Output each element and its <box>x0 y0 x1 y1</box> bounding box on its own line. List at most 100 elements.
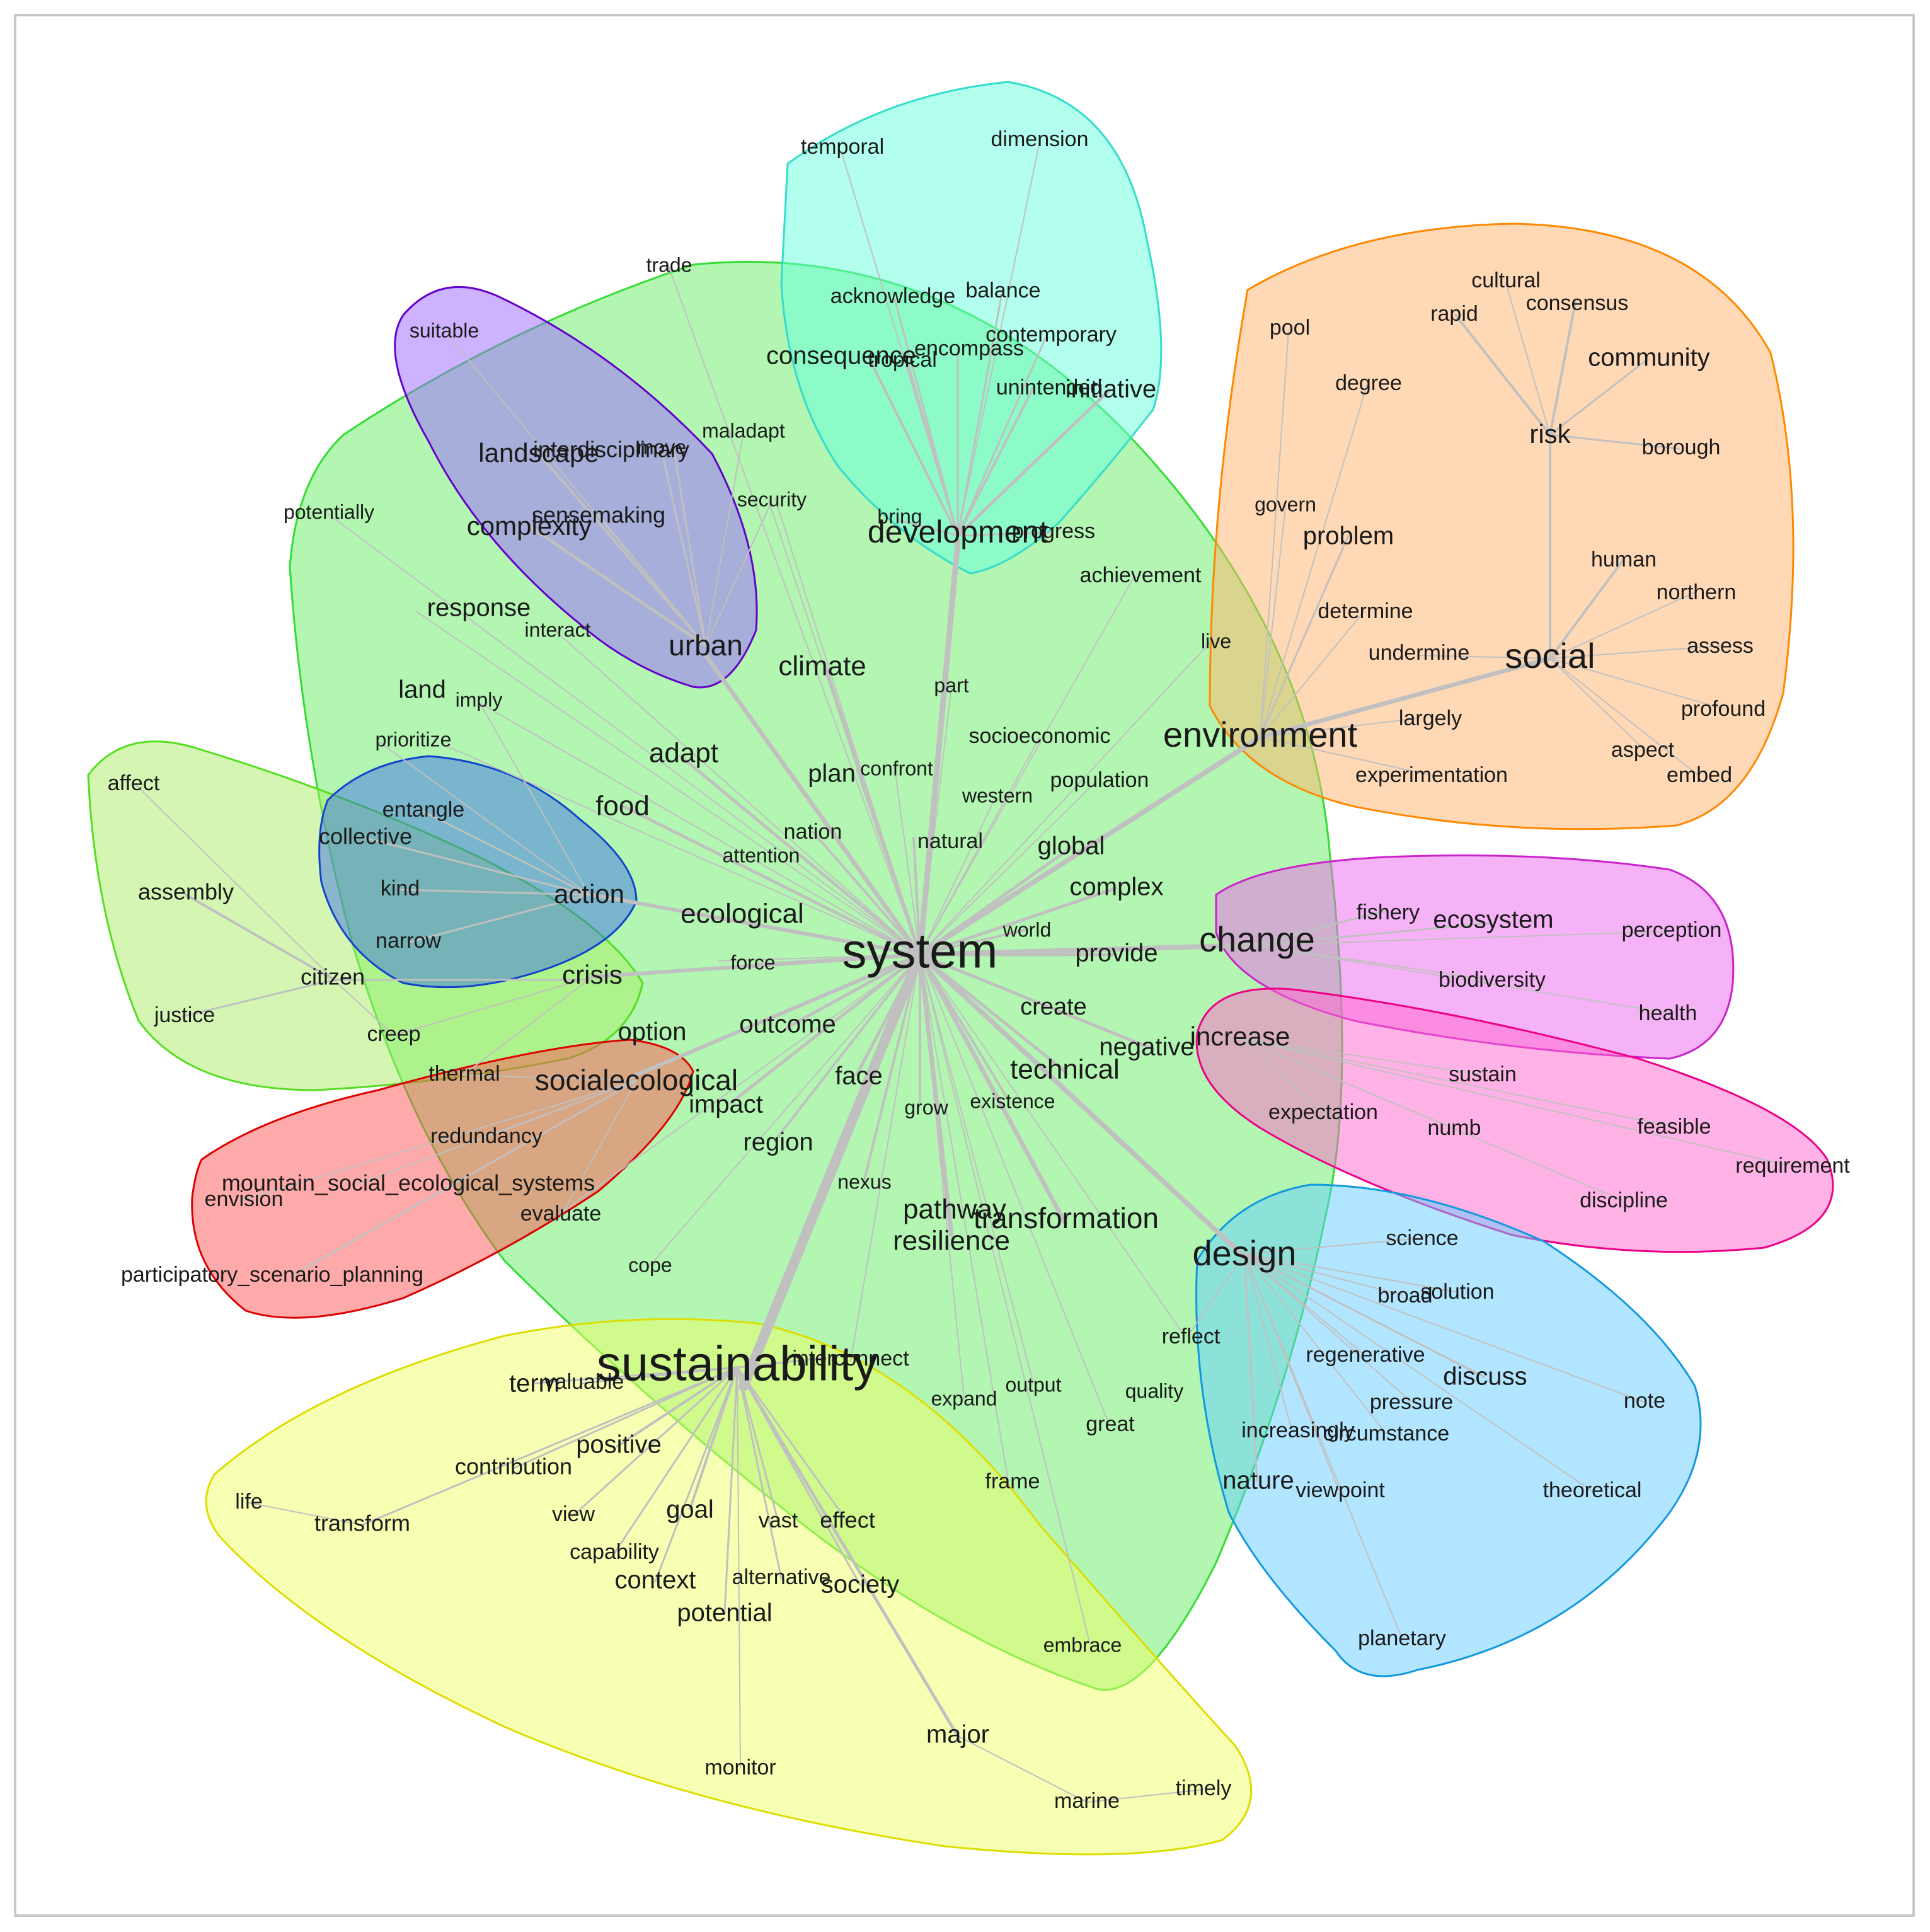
edge <box>613 1366 738 1555</box>
word-aspect: aspect <box>1611 738 1675 762</box>
word-perception: perception <box>1622 918 1722 942</box>
edge <box>1549 560 1624 660</box>
edge <box>1253 945 1667 1013</box>
word-unintended: unintended <box>996 376 1102 400</box>
edge <box>361 1366 738 1526</box>
node-system: system <box>842 923 997 979</box>
word-force: force <box>730 951 775 974</box>
edge <box>421 810 590 896</box>
word-health: health <box>1639 1001 1697 1025</box>
edge <box>1505 283 1551 435</box>
word-impact: impact <box>689 1091 763 1118</box>
word-reflect: reflect <box>1162 1325 1221 1348</box>
cluster-yellow-hull <box>205 1318 1253 1856</box>
edge <box>919 781 1097 955</box>
word-balance: balance <box>965 279 1040 302</box>
edge <box>462 1074 637 1081</box>
word-attention: attention <box>723 844 800 866</box>
edge <box>1549 434 1680 450</box>
word-food: food <box>595 791 650 822</box>
word-cope: cope <box>628 1253 672 1276</box>
word-feasible: feasible <box>1637 1115 1711 1139</box>
edge <box>355 1080 637 1185</box>
word-community: community <box>1588 344 1709 372</box>
node-mountain: mountain_social_ecological_systems <box>222 1170 595 1196</box>
word-participatory: participatory_scenario_planning <box>121 1263 423 1287</box>
word-ecosystem: ecosystem <box>1433 906 1553 934</box>
cluster-purple-hull <box>394 285 758 689</box>
word-solution: solution <box>1420 1280 1494 1304</box>
word-complex: complex <box>1070 873 1164 901</box>
edge <box>1260 330 1289 738</box>
edge <box>1253 922 1491 946</box>
edge <box>1549 658 1724 710</box>
word-create: create <box>1020 994 1087 1020</box>
edge <box>1243 1253 1485 1378</box>
edges <box>135 141 1790 1803</box>
edge <box>399 888 590 896</box>
word-negative: negative <box>1099 1033 1194 1061</box>
edge <box>919 954 1034 1384</box>
node-socialecological: socialecological <box>535 1064 738 1096</box>
node-change: change <box>1199 919 1315 959</box>
word-interdisciplinary: interdisciplinary <box>533 437 689 463</box>
word-face: face <box>835 1062 883 1090</box>
edge <box>572 1366 738 1517</box>
word-move: move <box>637 435 686 458</box>
edge <box>917 952 1244 1256</box>
edge <box>660 449 707 647</box>
edge <box>590 893 922 957</box>
word-kind: kind <box>381 877 420 900</box>
edge <box>919 954 965 1400</box>
edge <box>1259 534 1350 739</box>
word-contribution: contribution <box>455 1454 572 1480</box>
word-numb: numb <box>1427 1116 1481 1140</box>
edge <box>774 497 921 955</box>
word-view: view <box>552 1502 595 1526</box>
word-goal: goal <box>666 1496 714 1524</box>
node-crisis: crisis <box>562 960 623 989</box>
cluster-orange-hull <box>1209 222 1795 831</box>
word-positive: positive <box>576 1431 662 1459</box>
word-major: major <box>926 1721 989 1749</box>
edge <box>478 702 921 955</box>
word-capability: capability <box>570 1540 659 1564</box>
edge <box>679 754 922 957</box>
word-pathway: pathway <box>903 1194 1006 1225</box>
word-monitor: monitor <box>704 1756 776 1780</box>
edge <box>1241 1038 1674 1127</box>
edge <box>919 576 1135 955</box>
edge <box>1260 737 1431 776</box>
word-natural: natural <box>917 829 983 853</box>
edge <box>956 386 1035 537</box>
word-ecological: ecological <box>681 899 804 929</box>
word-output: output <box>1006 1373 1062 1396</box>
edge <box>377 740 590 895</box>
edge <box>919 954 1091 1645</box>
word-circumstance: circumstance <box>1323 1422 1449 1446</box>
word-response: response <box>427 594 531 622</box>
word-western: western <box>962 784 1033 807</box>
edge <box>705 500 773 647</box>
cluster-blue-hull <box>318 755 638 989</box>
edge <box>327 513 921 955</box>
word-maladapt: maladapt <box>702 419 785 442</box>
word-expand: expand <box>931 1387 997 1410</box>
word-nature: nature <box>1222 1467 1294 1495</box>
word-determine: determine <box>1318 599 1413 623</box>
word-nation: nation <box>784 820 842 844</box>
edge <box>1243 1253 1258 1482</box>
edge <box>1241 1038 1790 1166</box>
word-trade: trade <box>646 253 692 276</box>
edge <box>648 954 921 1267</box>
edge <box>1253 931 1670 946</box>
word-planetary: planetary <box>1358 1626 1446 1650</box>
word-labels: system sustainability development enviro… <box>108 127 1851 1813</box>
edge <box>1417 655 1551 659</box>
word-provide: provide <box>1075 940 1157 967</box>
edge <box>897 519 959 537</box>
edge <box>957 141 1040 536</box>
node-social: social <box>1505 636 1595 676</box>
edge <box>956 336 1047 537</box>
